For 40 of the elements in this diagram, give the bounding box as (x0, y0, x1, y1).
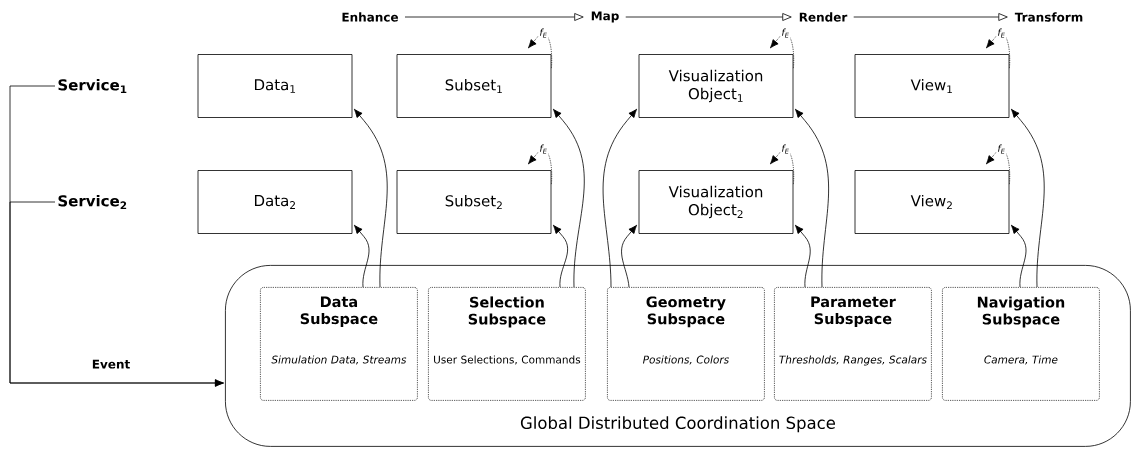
edge-label: Event (90, 358, 132, 370)
subspace-box: Selection Subspace User Selections, Commands (428, 287, 586, 401)
stage-box: View$_{2}$ (854, 170, 1010, 234)
stage-box: Data$_{2}$ (197, 170, 353, 234)
arrow (795, 108, 829, 288)
event-arrow (9, 201, 224, 387)
stage-label: Enhance (342, 12, 398, 22)
flow-arrow (625, 13, 792, 21)
arrow (602, 108, 638, 288)
edge-label: f$_{E}$ (538, 27, 549, 39)
subspace-box: Navigation Subspace Camera, Time (942, 287, 1100, 401)
subspace-box: Data Subspace Simulation Data, Streams (260, 287, 418, 401)
arrow (353, 224, 370, 288)
arrow (353, 108, 388, 288)
arrow (552, 108, 585, 288)
service-label: Service$_{1}$ (58, 78, 127, 94)
stage-box: Visualization Object$_{1}$ (638, 54, 794, 118)
stage-label: Render (799, 12, 848, 22)
stage-label: Transform (1014, 12, 1083, 22)
subspace-box: Geometry Subspace Positions, Colors (607, 287, 765, 401)
flow-arrow (853, 13, 1008, 21)
stage-label: Map (591, 11, 619, 23)
arrow (552, 224, 568, 288)
edge-label: f$_{E}$ (780, 143, 791, 155)
edge-label: f$_{E}$ (780, 27, 791, 39)
stage-box: Visualization Object$_{2}$ (638, 170, 794, 234)
service-label: Service$_{2}$ (58, 194, 127, 210)
subspace-box: Parameter Subspace Thresholds, Ranges, Scalars (774, 287, 932, 401)
stage-box: Subset$_{2}$ (396, 170, 552, 234)
edge-label: f$_{E}$ (996, 143, 1007, 155)
arrow (621, 224, 638, 288)
arrow (1011, 224, 1027, 288)
stage-box: Data$_{1}$ (197, 54, 353, 118)
stage-box: View$_{1}$ (854, 54, 1010, 118)
arrow (1011, 108, 1045, 288)
stage-box: Subset$_{1}$ (396, 54, 552, 118)
arrow (795, 224, 811, 288)
edge-label: f$_{E}$ (996, 27, 1007, 39)
flow-arrow (404, 13, 584, 21)
edge-label: f$_{E}$ (538, 143, 549, 155)
